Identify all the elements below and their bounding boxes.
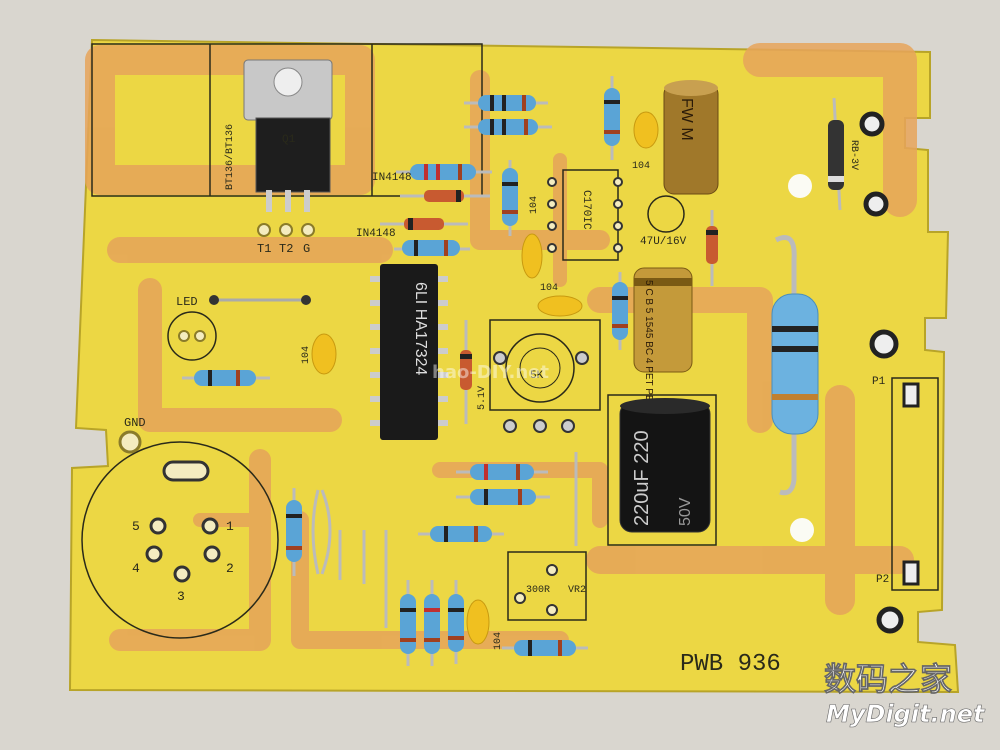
cap-220uf-voltage: 50V [677, 497, 694, 526]
socket-pin-4: 4 [132, 561, 140, 576]
socket-pin-3: 3 [177, 589, 185, 604]
watermark-cn: 数码之家 [824, 660, 952, 698]
silkscreen-outlines [81, 43, 939, 639]
socket-pin-2: 2 [226, 561, 234, 576]
ic-small-label: C170IC [580, 190, 592, 230]
p2-label: P2 [876, 574, 889, 586]
pot-300r: 300R VR2 [514, 564, 586, 616]
p1-label: P1 [872, 376, 886, 388]
pin-g-label: G [303, 242, 310, 256]
cap-104-d-label: 104 [493, 632, 504, 650]
pot-5k: 5K [493, 333, 589, 433]
q1-label: Q1 [282, 134, 296, 146]
cap-47u: FW M 47U/16V [640, 80, 719, 248]
pin-t2-label: T2 [279, 242, 293, 256]
triac-pin-labels: T1 T2 G [257, 223, 315, 256]
diodes: IN4148 IN4148 5.1V RB-3V [356, 97, 859, 424]
resistors [182, 76, 819, 666]
board-part-number: PWB 936 [680, 651, 781, 678]
diode-right-label: RB-3V [848, 140, 859, 170]
watermark-center: hao-DIY.net [432, 362, 549, 383]
mounting-holes [788, 111, 920, 634]
copper-traces [85, 43, 917, 651]
cap-220uf: 220uF 220 50V [619, 398, 711, 533]
ic-small-footprint: C170IC [547, 177, 623, 253]
led-label: LED [176, 295, 198, 309]
cap-104-b-label: 104 [540, 283, 558, 294]
cap-104-e-label: 104 [632, 161, 650, 172]
pin-t1-label: T1 [257, 242, 271, 256]
jumper-wires [311, 452, 578, 628]
gnd-label: GND [124, 416, 146, 430]
cap-bc: 5 C B 5 1545 BC 4 PET PET [633, 267, 693, 408]
socket-pin-5: 5 [132, 519, 140, 534]
din-socket: GND 1 2 3 4 5 [118, 416, 234, 604]
ic-ha17324: 6LI HA17324 [370, 264, 448, 440]
pot-5k-label: 5K [530, 370, 544, 382]
ic-main-label: 6LI HA17324 [412, 282, 429, 376]
pot-vr2-label: VR2 [568, 585, 586, 596]
diode-2-label: IN4148 [356, 228, 396, 240]
socket-pin-1: 1 [226, 519, 234, 534]
cap-220uf-label: 220uF 220 [631, 430, 653, 526]
zener-label: 5.1V [477, 386, 488, 410]
led-footprint: LED [167, 295, 311, 361]
watermark-en: MyDigit.net [826, 700, 986, 728]
cap-bc-label: 5 C B 5 1545 BC 4 PET PET [643, 280, 654, 408]
cap-104-a-label: 104 [529, 196, 540, 214]
cap-104-c-label: 104 [301, 346, 312, 364]
cap-47u-label: 47U/16V [640, 236, 687, 248]
q1-triac: Q1 BT136/BT136 [224, 59, 333, 212]
diode-1-label: IN4148 [372, 172, 412, 184]
cap-labels: 104 104 104 104 104 [301, 161, 650, 650]
cap-fw-label: FW M [678, 98, 695, 141]
pot-300r-label: 300R [526, 585, 550, 596]
q1-part-label: BT136/BT136 [224, 124, 236, 190]
ceramic-capacitors [311, 111, 659, 645]
